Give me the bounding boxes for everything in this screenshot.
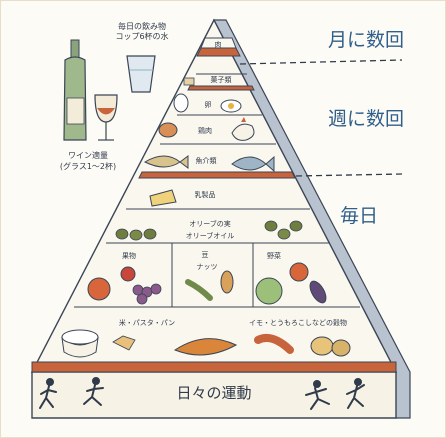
grain-icon xyxy=(61,329,351,358)
tier-fruit-label: 果物 xyxy=(122,251,136,260)
frequency-weekly: 週に数回 xyxy=(328,108,404,130)
sweets-icon xyxy=(183,77,195,86)
tier-poultry-label: 鶏肉 xyxy=(198,126,212,135)
tier-dairy-label: 乳製品 xyxy=(195,190,216,199)
frequency-monthly: 月に数回 xyxy=(328,29,404,51)
tier-olive-label-line1: オリーブの実 xyxy=(189,219,231,228)
tier-vegetables-label: 野菜 xyxy=(267,251,281,260)
wine-glass-icon xyxy=(94,94,118,141)
base-accent-band xyxy=(31,361,397,373)
fruit-icon xyxy=(87,266,162,305)
tier-bands xyxy=(74,37,360,308)
exercise-figure-icons xyxy=(39,377,365,410)
tier-seafood-label: 魚介類 xyxy=(196,156,217,165)
legume-icon xyxy=(185,270,234,301)
water-note-line1: 毎日の飲み物 xyxy=(118,21,166,31)
tier-eggs-label: 卵 xyxy=(205,100,212,109)
tier-exercise-label: 日々の運動 xyxy=(176,384,251,402)
vegetable-icon xyxy=(255,262,327,305)
egg-icon xyxy=(173,93,242,113)
fish-icon xyxy=(143,155,275,173)
water-note-line2: コップ6杯の水 xyxy=(115,31,168,41)
cheese-icon xyxy=(149,189,177,207)
wine-bottle-icon xyxy=(63,39,87,141)
tier-grains-right-label: イモ・とうもろこしなどの穀物 xyxy=(249,318,347,327)
daily-divider xyxy=(295,173,403,177)
monthly-divider xyxy=(239,59,403,65)
tier-meat-label: 肉 xyxy=(215,40,222,49)
tier-grains-left-label: 米・パスタ・パン xyxy=(119,318,175,327)
tier-olive-label-line2: オリーブオイル xyxy=(186,231,235,240)
tier-sweets-label: 菓子類 xyxy=(211,75,232,84)
olive-icon xyxy=(115,220,303,241)
tier-legumes-label-line2: ナッツ xyxy=(197,263,218,271)
tier-legumes-label-line1: 豆 xyxy=(202,251,209,259)
frequency-daily: 毎日 xyxy=(340,205,378,227)
water-glass-icon xyxy=(126,55,156,93)
chicken-icon xyxy=(158,117,255,141)
wine-note-line1: ワイン適量 xyxy=(68,150,108,160)
wine-note-line2: (グラス1〜2杯) xyxy=(60,161,116,171)
